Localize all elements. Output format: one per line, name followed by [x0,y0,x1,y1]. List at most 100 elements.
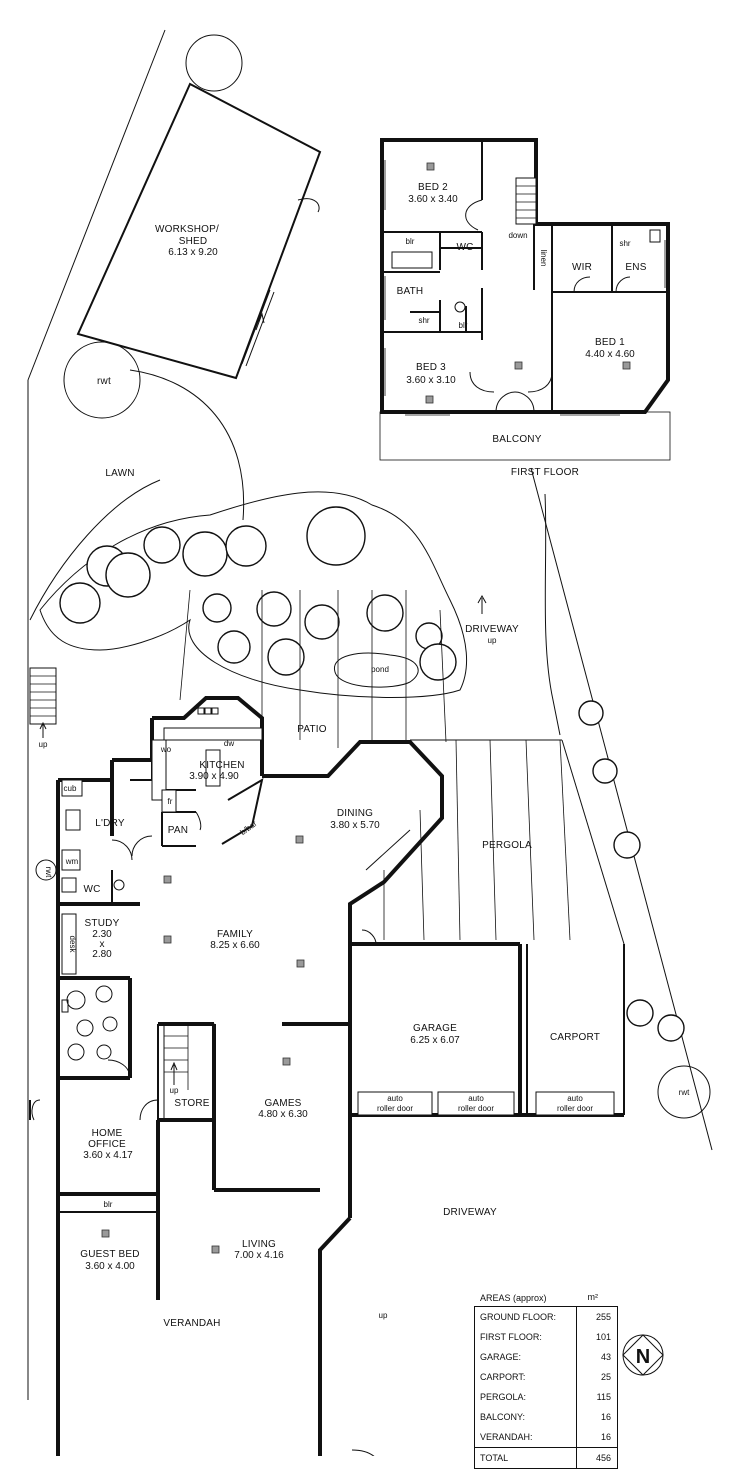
study-dim2: 2.80 [92,949,112,960]
up-left-label: up [39,740,48,749]
wo-label: wo [160,745,172,754]
balcony-label: BALCONY [492,434,541,445]
ground-floor-walls [56,696,625,1456]
rwt-tank-right [657,1065,711,1119]
areas-row: FIRST FLOOR:101 [475,1327,617,1347]
bed1-dims: 4.40 x 4.60 [585,349,635,360]
gf-wc-label: WC [83,884,100,895]
study-dim1: 2.30 [92,929,112,940]
doors-and-fixtures [29,707,377,1121]
areas-row-label: FIRST FLOOR: [475,1327,577,1347]
areas-table-header: AREAS (approx) m² [474,1290,618,1306]
lawn-label: LAWN [105,468,134,479]
bed3-label: BED 3 [416,362,446,373]
areas-row-value: 115 [596,1392,611,1402]
roller-door-2-label: roller door [458,1104,494,1113]
games-dims: 4.80 x 6.30 [258,1109,308,1120]
fr-label: fr [168,797,173,806]
areas-row: GROUND FLOOR:255 [475,1307,617,1327]
patio-label: PATIO [297,724,327,735]
rwt-label-right: rwt [679,1088,690,1097]
ff-down-label: down [508,231,527,240]
dw-label: dw [224,739,234,748]
areas-table-body: GROUND FLOOR:255 FIRST FLOOR:101 GARAGE:… [474,1306,618,1469]
rwt-tank-top [63,341,141,419]
roller-door-3-auto: auto [567,1094,583,1103]
areas-row-value: 43 [600,1352,611,1362]
driveway-north-up: up [488,636,497,645]
roller-door-2-auto: auto [468,1094,484,1103]
driveway-up-arrow [477,594,487,614]
areas-row-value: 16 [600,1412,611,1422]
driveway-main-label: DRIVEWAY [443,1207,497,1218]
rwt-tank-side [35,859,57,881]
areas-row: BALCONY: 16 [475,1407,617,1427]
garage-label: GARAGE [413,1023,457,1034]
tables-and-stools [66,985,118,1061]
areas-row-label: CARPORT: [475,1367,577,1387]
tree-canopy-top [185,34,243,92]
garden-bed [39,491,468,698]
garden-trees [59,506,685,1042]
ff-linen-label: linen [539,250,548,267]
study-x: x [100,939,105,950]
rwt-label-side: rwt [44,867,53,878]
ff-wc-label: WC [456,242,473,253]
site-boundaries [27,29,713,1400]
ff-shr-ens-label: shr [619,239,630,248]
roller-door-1-label: roller door [377,1104,413,1113]
verandah-stairs [351,1449,375,1456]
compass-north-letter: N [636,1346,650,1368]
roller-door-1-auto: auto [387,1094,403,1103]
bed2-dims: 3.60 x 3.40 [408,194,458,205]
ff-blr-label: blr [406,237,415,246]
ff-blr-bottom-label: blr [459,321,468,330]
ff-shr-bath-label: shr [418,316,429,325]
home-office-dims: 3.60 x 4.17 [83,1150,133,1161]
up-verandah-label: up [379,1311,388,1320]
areas-total-label: TOTAL [475,1448,577,1468]
stair-up-label: up [170,1086,179,1095]
pergola-label: PERGOLA [482,840,532,851]
bbar-label: b/bar [239,819,259,837]
games-label: GAMES [264,1098,301,1109]
areas-row: CARPORT:25 [475,1367,617,1387]
cub-label: cub [64,784,77,793]
kitchen-label: KITCHEN [199,760,244,771]
ldry-label: L'DRY [95,818,125,829]
areas-row: PERGOLA: 115 [475,1387,617,1407]
workshop-label-1: WORKSHOP/ [155,224,219,235]
areas-table: AREAS (approx) m² GROUND FLOOR:255 FIRST… [474,1290,618,1469]
areas-row-value: 16 [600,1432,611,1442]
store-label: STORE [174,1098,209,1109]
family-dims: 8.25 x 6.60 [210,940,260,951]
rwt-label-top: rwt [97,376,111,387]
dining-label: DINING [337,808,373,819]
garage-dims: 6.25 x 6.07 [410,1035,460,1046]
first-floor-plan: BED 2 3.60 x 3.40 blr WC down linen WIR … [379,138,671,461]
areas-row-label: BALCONY: [475,1407,577,1427]
study-label: STUDY [85,918,120,929]
areas-total-value: 456 [595,1453,611,1463]
ff-wir-label: WIR [572,262,592,273]
wm-label: wm [65,857,79,866]
home-office-label-2: OFFICE [88,1139,126,1150]
areas-row: VERANDAH: 16 [475,1427,617,1447]
dining-dims: 3.80 x 5.70 [330,820,380,831]
driveway-north-label: DRIVEWAY [465,624,519,635]
areas-row-label: VERANDAH: [475,1427,577,1447]
patio-area [179,589,447,748]
gf-blr-label: blr [104,1200,113,1209]
compass: N [622,1334,664,1376]
desk-label: desk [68,936,77,954]
areas-row-label: PERGOLA: [475,1387,577,1407]
bed1-label: BED 1 [595,337,625,348]
areas-unit: m² [587,1292,599,1302]
ff-ens-label: ENS [625,262,646,273]
areas-row-label: GARAGE: [475,1347,577,1367]
pond-label: pond [371,665,389,674]
workshop-label-2: SHED [179,236,208,247]
pond [334,652,419,688]
pan-label: PAN [168,825,188,836]
